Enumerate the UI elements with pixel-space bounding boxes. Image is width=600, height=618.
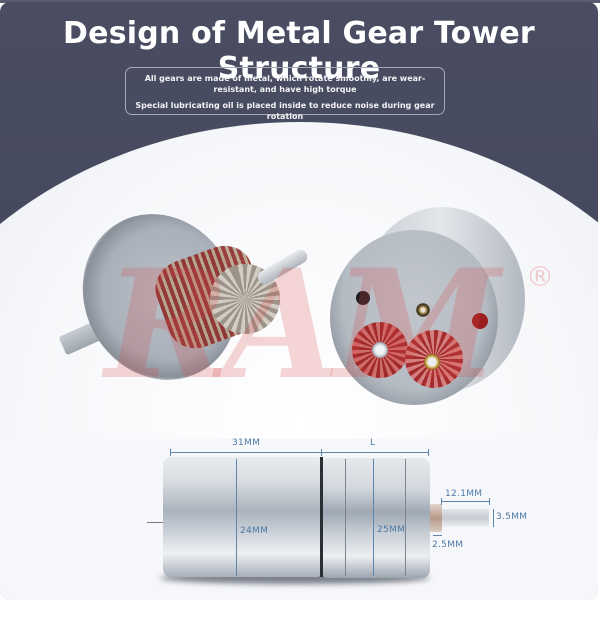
product-poster: Design of Metal Gear Tower Structure All… <box>0 2 598 600</box>
motor-gearbox-seam <box>320 457 323 577</box>
output-d-shaft <box>442 509 489 527</box>
collar-length-label: 2.5MM <box>432 540 464 550</box>
dimension-tick <box>441 498 442 505</box>
gearbox-diameter-label: 25MM <box>377 525 406 535</box>
brass-bushing <box>416 303 430 317</box>
motor-rear-pin <box>147 522 163 523</box>
gearbox-length-label: L <box>370 438 376 448</box>
motor-body <box>163 457 321 577</box>
feature-text-2: Special lubricating oil is placed inside… <box>135 101 435 121</box>
shaft-length-label: 12.1MM <box>445 489 483 499</box>
gearbox-ridge <box>405 459 406 576</box>
gearbox-ridge <box>345 459 346 576</box>
brand-watermark: RAM <box>105 237 500 413</box>
collar-length-line <box>433 535 442 536</box>
dimension-tick <box>428 449 429 456</box>
feature-box: All gears are made of metal, which rotat… <box>125 67 445 121</box>
motor-diameter-line <box>236 459 237 576</box>
shaft-diameter-line <box>493 509 494 527</box>
motor-length-label: 31MM <box>232 438 261 448</box>
dimension-tick <box>170 449 171 456</box>
gear-shaft-2 <box>424 354 440 370</box>
shaft-diameter-label: 3.5MM <box>496 512 528 522</box>
output-collar <box>430 504 442 532</box>
registered-mark-icon: ® <box>526 260 554 293</box>
shaft-length-line <box>441 501 489 502</box>
dimension-tick <box>489 498 490 505</box>
length-dimension-line <box>170 452 428 453</box>
gearbox-diameter-line <box>373 459 374 576</box>
poster-title: Design of Metal Gear Tower Structure <box>63 16 535 86</box>
top-edge <box>0 0 600 3</box>
red-plug <box>472 313 488 329</box>
motor-diameter-label: 24MM <box>240 526 269 536</box>
gearbox-body <box>323 458 430 578</box>
mount-hole <box>356 291 370 305</box>
gear-shaft-1 <box>372 342 388 358</box>
dimension-tick <box>321 449 322 456</box>
feature-text-1: All gears are made of metal, which rotat… <box>144 74 426 94</box>
